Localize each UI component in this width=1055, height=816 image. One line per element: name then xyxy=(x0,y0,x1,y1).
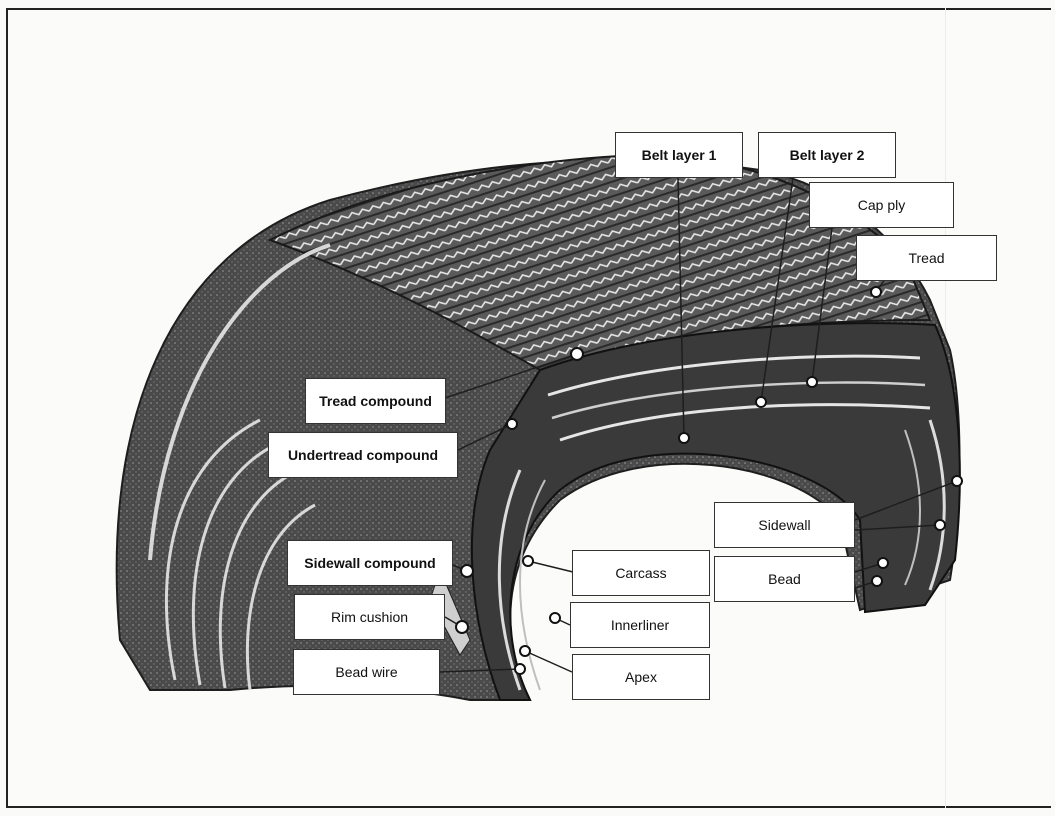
label-sidewall-compound: Sidewall compound xyxy=(287,540,453,586)
label-undertread-compound: Undertread compound xyxy=(268,432,458,478)
label-apex: Apex xyxy=(572,654,710,700)
label-carcass: Carcass xyxy=(572,550,710,596)
label-rim-cushion: Rim cushion xyxy=(294,594,445,640)
label-sidewall: Sidewall xyxy=(714,502,855,548)
label-innerliner: Innerliner xyxy=(570,602,710,648)
label-bead-wire: Bead wire xyxy=(293,649,440,695)
label-belt-layer-2: Belt layer 2 xyxy=(758,132,896,178)
label-bead: Bead xyxy=(714,556,855,602)
label-belt-layer-1: Belt layer 1 xyxy=(615,132,743,178)
label-tread: Tread xyxy=(856,235,997,281)
label-cap-ply: Cap ply xyxy=(809,182,954,228)
label-tread-compound: Tread compound xyxy=(305,378,446,424)
